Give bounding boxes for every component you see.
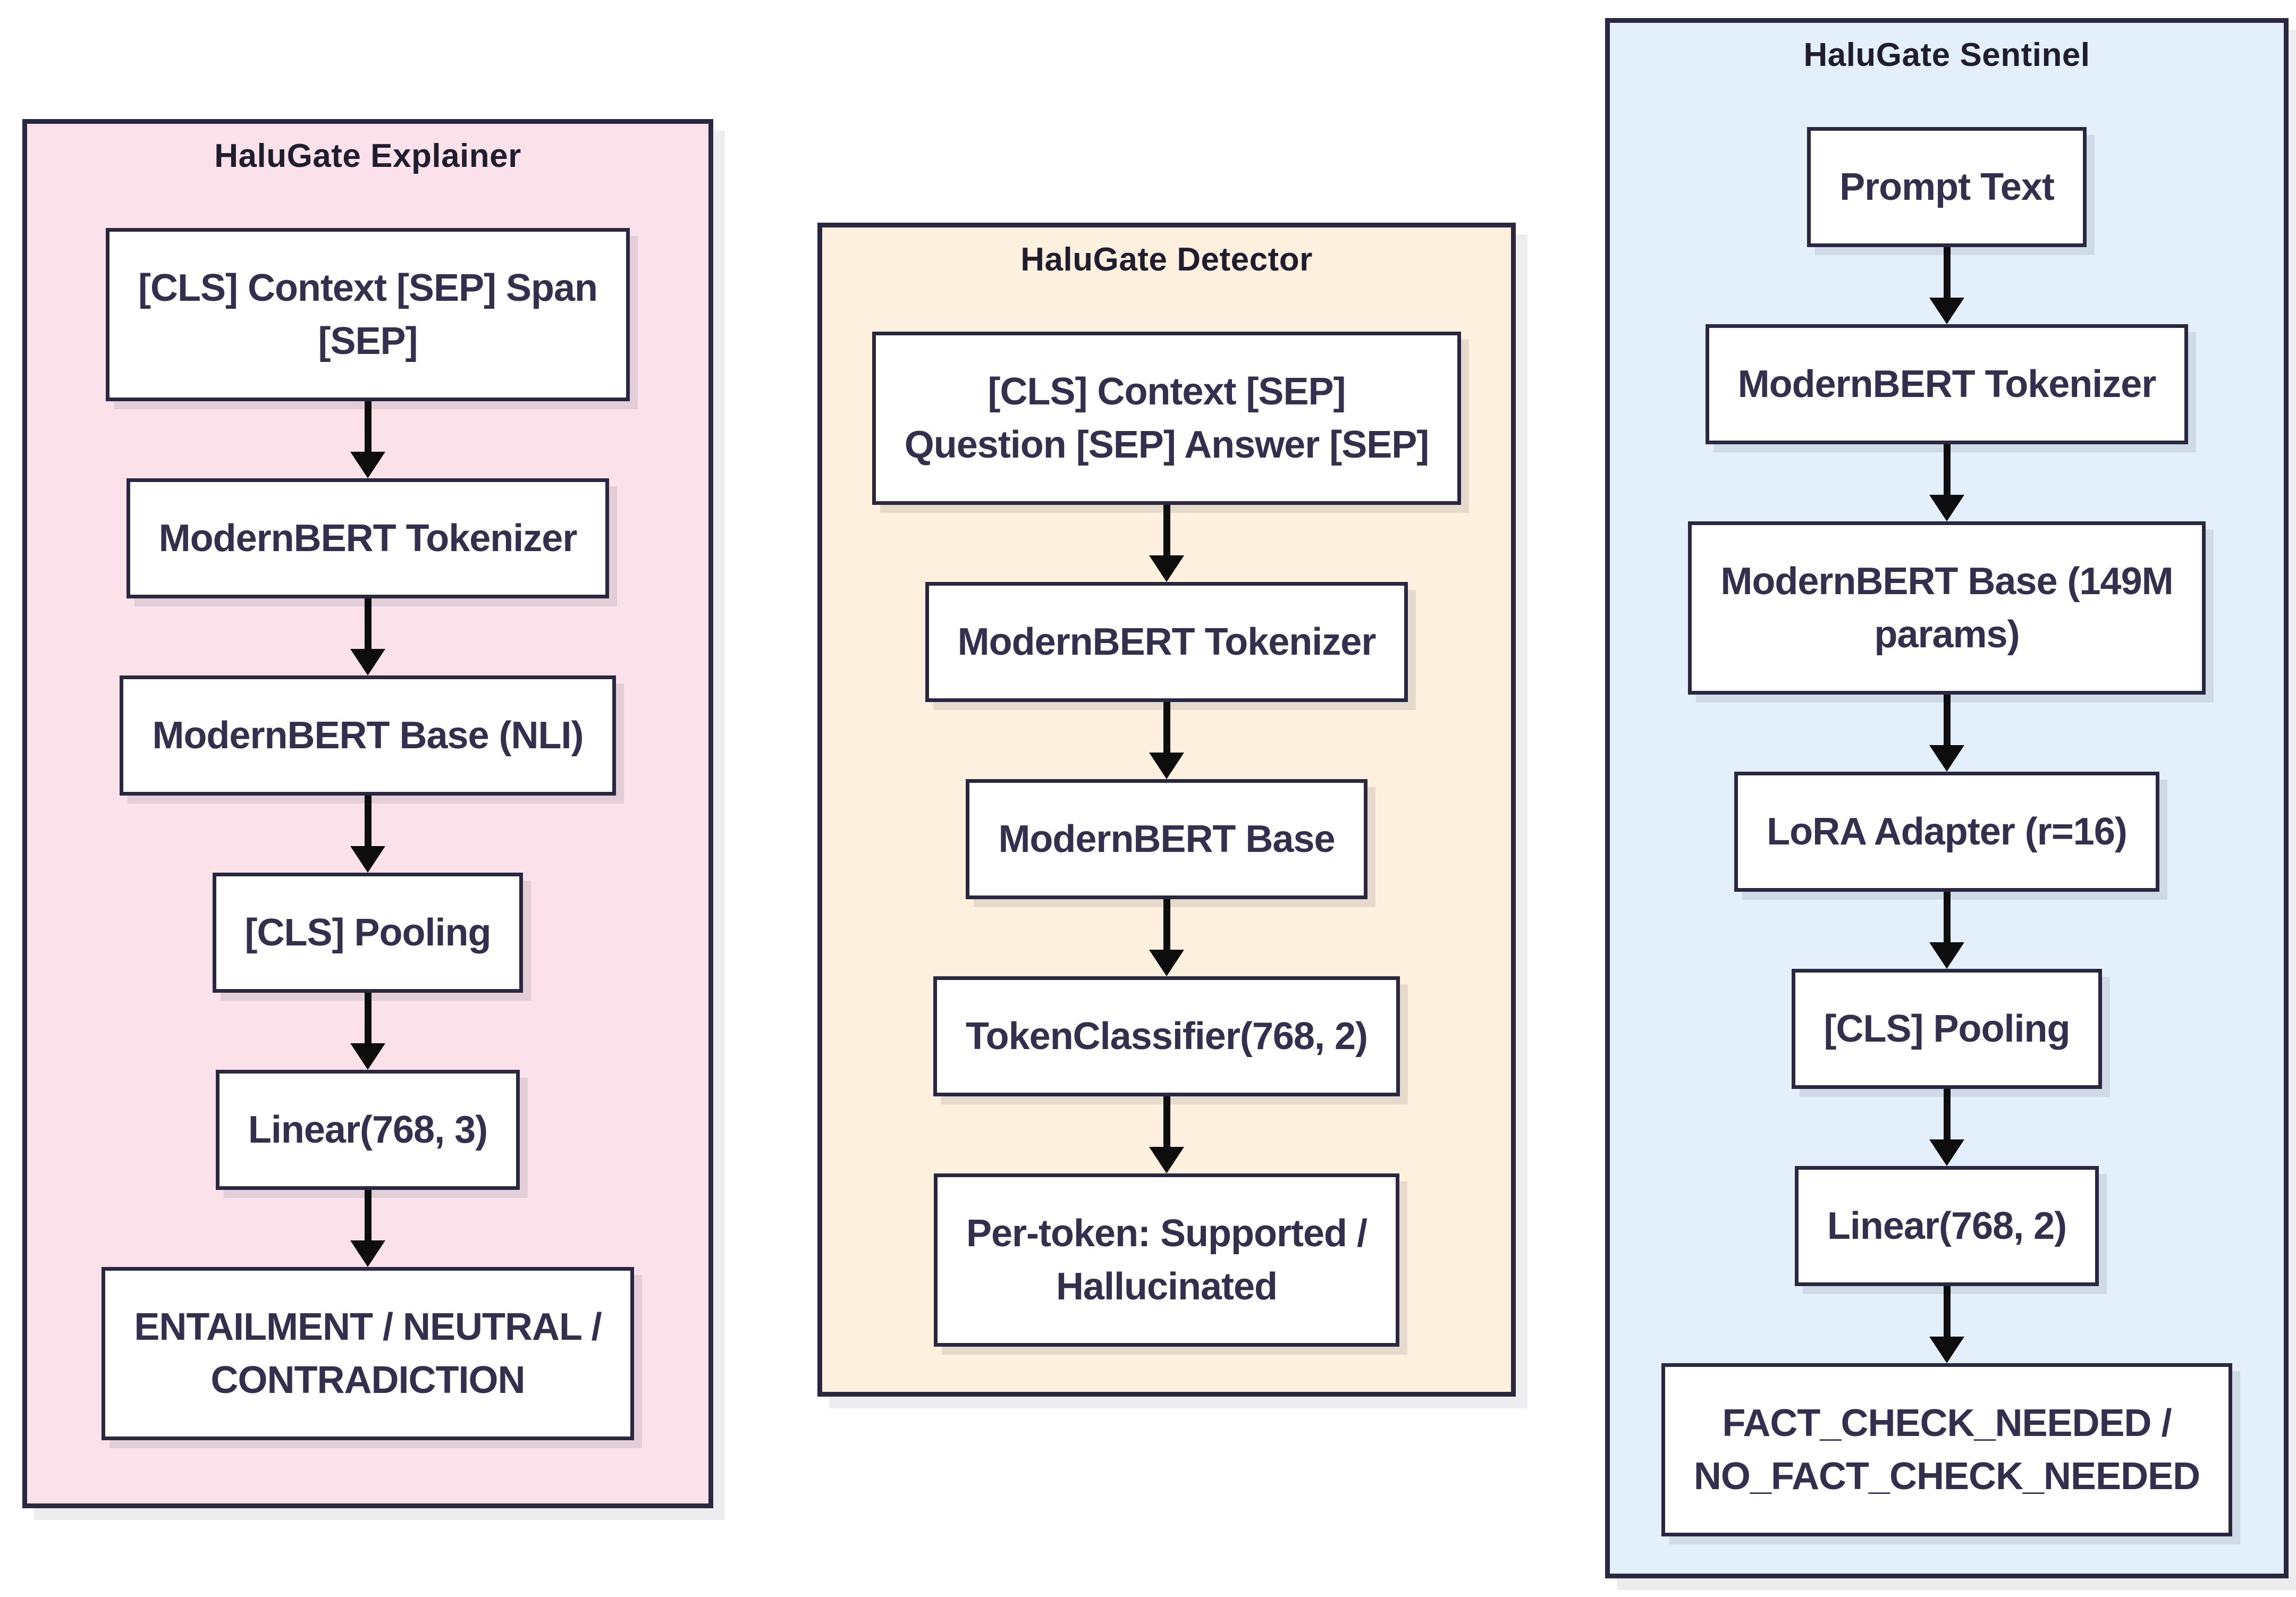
node-box: ModernBERT Tokenizer	[1705, 324, 2189, 444]
arrow-down-icon	[350, 796, 385, 873]
arrow-head	[350, 1043, 385, 1070]
node-line: ModernBERT Tokenizer	[957, 621, 1377, 663]
node-line: [SEP]	[318, 320, 418, 362]
arrow-stem	[1943, 892, 1951, 942]
arrow-down-icon	[1929, 1089, 1964, 1166]
arrow-down-icon	[1929, 444, 1964, 521]
arrow-stem	[1943, 1286, 1951, 1337]
arrow-stem	[1943, 247, 1951, 298]
arrow-head	[1149, 555, 1184, 582]
node-line: ModernBERT Tokenizer	[158, 517, 578, 560]
arrow-stem	[1163, 505, 1170, 555]
panel-title-sentinel: HaluGate Sentinel	[1803, 37, 2090, 73]
arrow-stem	[1163, 702, 1170, 753]
arrow-stem	[364, 401, 372, 452]
node-line: [CLS] Pooling	[1824, 1008, 2071, 1050]
arrow-stem	[364, 598, 372, 649]
node-box: Linear(768, 3)	[215, 1070, 520, 1190]
arrow-stem	[364, 993, 372, 1043]
node-line: Linear(768, 3)	[248, 1109, 488, 1151]
node-box: ENTAILMENT / NEUTRAL / CONTRADICTION	[102, 1267, 634, 1440]
node-line: ModernBERT Base	[998, 818, 1335, 860]
arrow-down-icon	[1149, 702, 1184, 779]
arrow-down-icon	[350, 401, 385, 478]
node-line: [CLS] Pooling	[244, 911, 492, 954]
arrow-head	[1929, 1139, 1964, 1166]
arrow-head	[1929, 745, 1964, 772]
node-box: ModernBERT Base (149M params)	[1688, 521, 2206, 695]
node-box: [CLS] Context [SEP] Span [SEP]	[105, 228, 630, 401]
arrow-stem	[364, 796, 372, 846]
arrow-stem	[1163, 1096, 1170, 1147]
panel-halugate-detector: HaluGate Detector [CLS] Context [SEP] Ques…	[817, 223, 1516, 1397]
arrow-head	[1929, 1337, 1964, 1363]
arrow-stem	[1943, 444, 1951, 495]
node-line: ENTAILMENT / NEUTRAL /	[134, 1306, 602, 1348]
arrow-down-icon	[350, 993, 385, 1070]
arrow-down-icon	[1149, 899, 1184, 976]
arrow-stem	[1163, 899, 1170, 950]
node-box: LoRA Adapter (r=16)	[1734, 772, 2159, 892]
arrow-head	[1929, 495, 1964, 521]
node-box: [CLS] Pooling	[212, 873, 524, 993]
node-line: CONTRADICTION	[210, 1359, 526, 1401]
arrow-down-icon	[1149, 1096, 1184, 1173]
panel-title-detector: HaluGate Detector	[1020, 241, 1313, 278]
arrow-stem	[1943, 695, 1951, 745]
arrow-head	[350, 1240, 385, 1267]
node-line: LoRA Adapter (r=16)	[1767, 810, 2128, 853]
arrow-head	[350, 649, 385, 675]
arrow-down-icon	[1929, 892, 1964, 969]
node-line: ModernBERT Tokenizer	[1737, 363, 2157, 405]
node-line: Question [SEP] Answer [SEP]	[904, 424, 1429, 466]
arrow-stem	[364, 1190, 372, 1240]
node-box: Prompt Text	[1807, 127, 2087, 247]
arrow-head	[1149, 753, 1184, 779]
arrow-head	[1149, 950, 1184, 976]
arrow-down-icon	[350, 598, 385, 675]
arrow-down-icon	[1929, 1286, 1964, 1363]
arrow-head	[1929, 298, 1964, 324]
node-line: ModernBERT Base (149M	[1720, 560, 2173, 603]
node-line: [CLS] Context [SEP]	[987, 370, 1346, 413]
node-line: Prompt Text	[1839, 166, 2055, 208]
node-box: ModernBERT Base	[966, 779, 1368, 899]
arrow-stem	[1943, 1089, 1951, 1139]
node-line: FACT_CHECK_NEEDED /	[1722, 1402, 2172, 1444]
node-box: Linear(768, 2)	[1794, 1166, 2099, 1286]
node-box: ModernBERT Tokenizer	[925, 582, 1408, 702]
node-line: TokenClassifier(768, 2)	[966, 1015, 1368, 1058]
arrow-down-icon	[350, 1190, 385, 1267]
arrow-down-icon	[1929, 695, 1964, 772]
node-box: Per-token: Supported / Hallucinated	[933, 1173, 1400, 1347]
panel-halugate-explainer: HaluGate Explainer [CLS] Context [SEP] Sp…	[22, 119, 713, 1508]
arrow-head	[350, 452, 385, 478]
arrow-head	[1149, 1147, 1184, 1173]
node-box: ModernBERT Tokenizer	[126, 478, 610, 598]
panel-title-explainer: HaluGate Explainer	[214, 138, 521, 174]
node-line: Per-token: Supported /	[966, 1212, 1368, 1255]
node-box: [CLS] Context [SEP] Question [SEP] Answer…	[872, 332, 1462, 505]
node-line: Hallucinated	[1056, 1265, 1278, 1308]
arrow-down-icon	[1149, 505, 1184, 582]
node-line: ModernBERT Base (NLI)	[152, 714, 584, 757]
node-line: [CLS] Context [SEP] Span	[138, 267, 598, 309]
node-line: params)	[1874, 613, 2020, 656]
node-box: ModernBERT Base (NLI)	[120, 675, 616, 796]
node-line: Linear(768, 2)	[1827, 1205, 2067, 1247]
node-box: FACT_CHECK_NEEDED / NO_FACT_CHECK_NEEDED	[1661, 1363, 2233, 1536]
arrow-head	[350, 846, 385, 873]
arrow-head	[1929, 942, 1964, 969]
node-box: TokenClassifier(768, 2)	[933, 976, 1400, 1096]
arrow-down-icon	[1929, 247, 1964, 324]
node-box: [CLS] Pooling	[1791, 969, 2103, 1089]
node-line: NO_FACT_CHECK_NEEDED	[1693, 1455, 2200, 1498]
